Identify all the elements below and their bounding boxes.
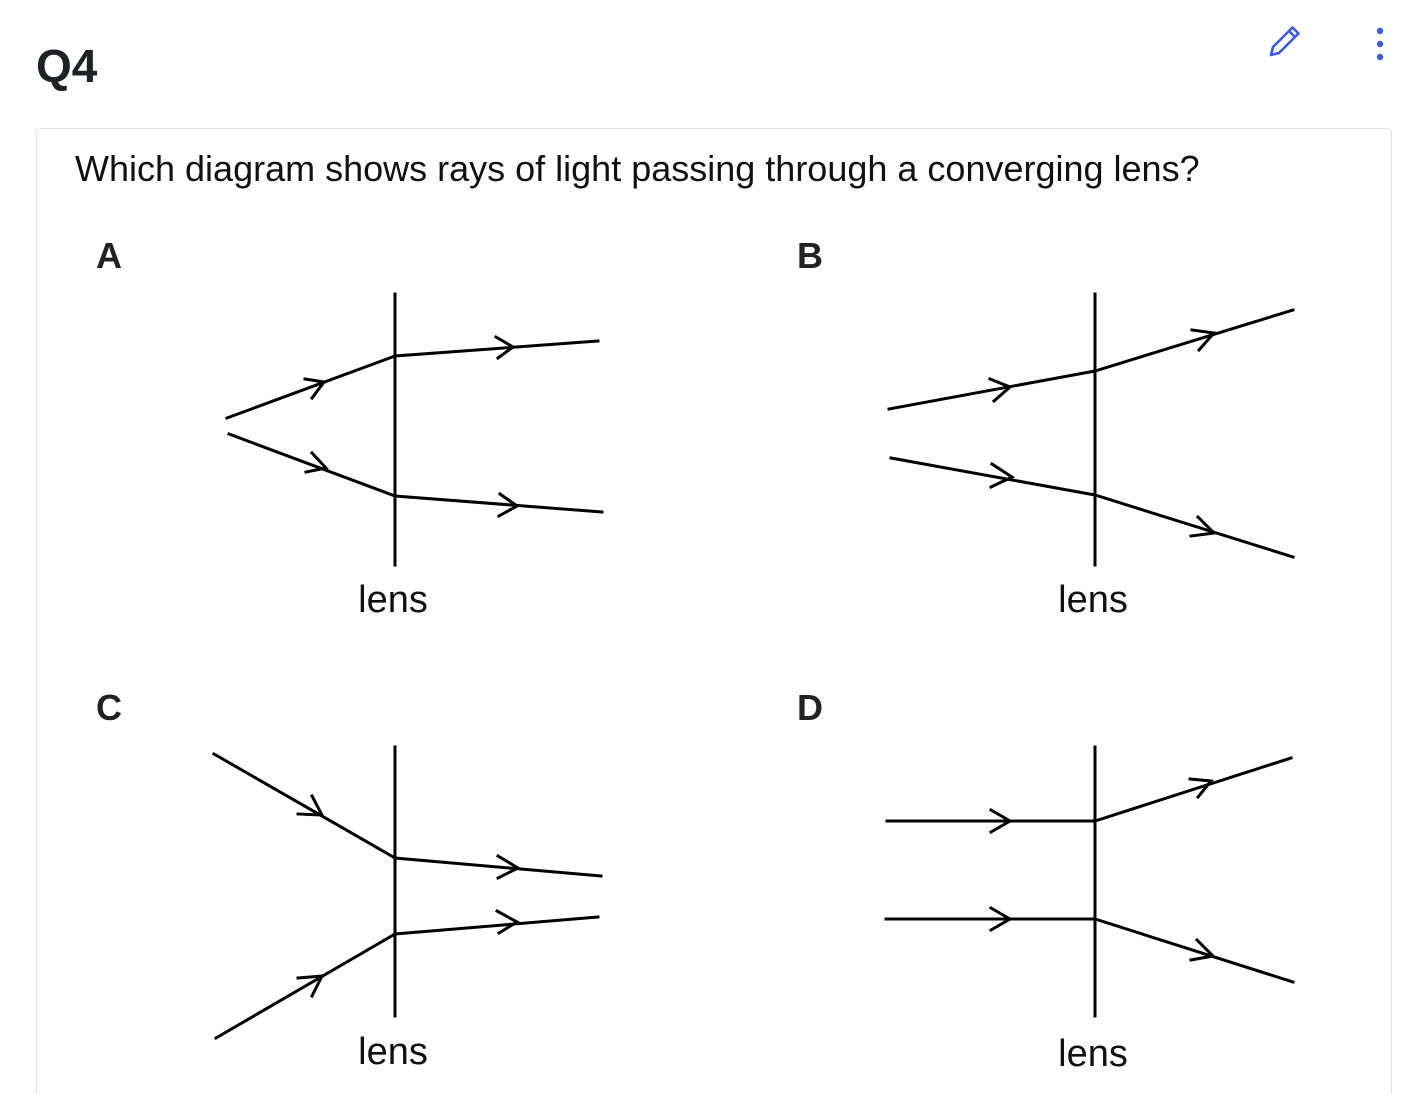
option-label-c: C	[96, 687, 122, 728]
edit-button[interactable]	[1258, 16, 1310, 68]
diagram-b[interactable]	[887, 292, 1295, 567]
option-label-d: D	[797, 687, 823, 728]
ray-arrow	[296, 974, 325, 999]
ray-arrow	[493, 334, 516, 361]
ray-arrow	[304, 450, 329, 474]
ray-arrow	[296, 793, 325, 817]
ray-arrow	[988, 377, 1013, 404]
ray	[227, 432, 604, 514]
more-vertical-icon	[1376, 27, 1384, 61]
ray	[889, 456, 1295, 559]
ray-arrow	[988, 905, 1013, 933]
ray-arrow	[989, 461, 1016, 489]
question-text: Which diagram shows rays of light passin…	[75, 148, 1200, 189]
ray	[213, 915, 600, 1041]
lens-label-d: lens	[1058, 1033, 1128, 1075]
ray	[225, 339, 600, 420]
ray-arrow	[496, 491, 520, 519]
option-label-b: B	[797, 235, 823, 276]
lens-label-b: lens	[1058, 579, 1128, 621]
ray	[887, 308, 1295, 411]
question-number: Q4	[36, 40, 98, 92]
ray-arrow	[1190, 328, 1217, 353]
ray	[885, 756, 1293, 823]
ray-arrow	[988, 807, 1013, 835]
ray	[884, 917, 1295, 984]
diagram-c[interactable]	[211, 745, 603, 1041]
ray-arrow	[494, 908, 520, 936]
ray-arrow	[1188, 777, 1214, 800]
lens-label-a: lens	[358, 579, 428, 621]
more-options-button[interactable]	[1356, 16, 1404, 68]
question-card: Which diagram shows rays of light passin…	[36, 128, 1392, 1094]
ray-arrow	[1189, 937, 1217, 962]
ray-arrow	[495, 853, 522, 881]
ray-arrow	[1189, 514, 1218, 538]
pencil-icon	[1269, 26, 1300, 57]
ray	[211, 751, 603, 878]
diagram-d[interactable]	[884, 745, 1295, 1018]
lens-label-c: lens	[358, 1031, 428, 1073]
diagram-a[interactable]	[225, 292, 604, 567]
ray-arrow	[303, 377, 327, 401]
option-label-a: A	[96, 235, 122, 276]
